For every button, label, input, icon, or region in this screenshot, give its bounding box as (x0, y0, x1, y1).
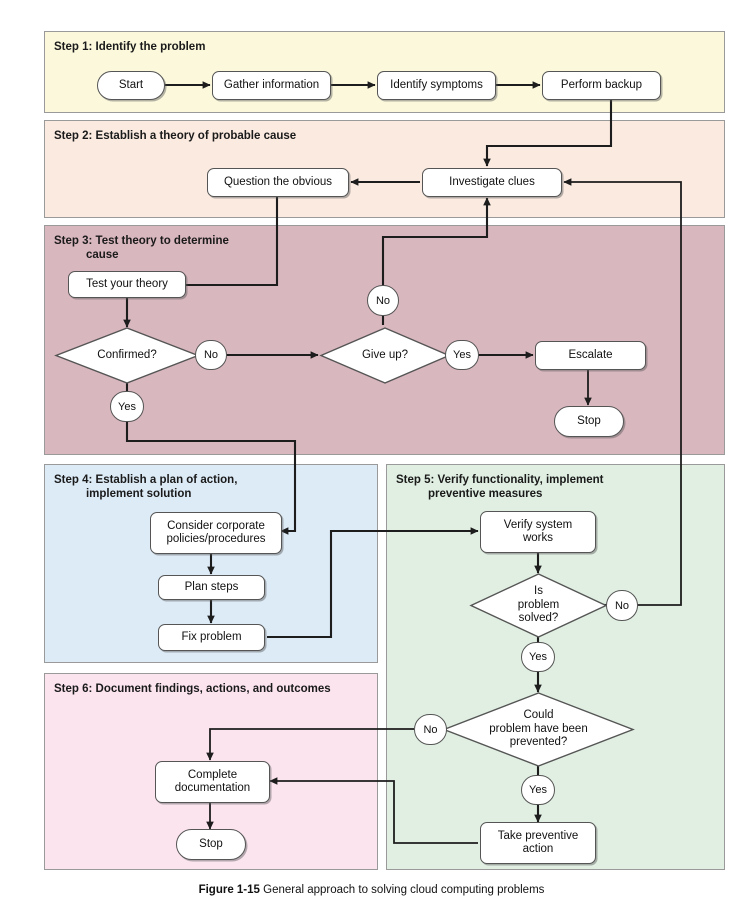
node-identify-symptoms[interactable]: Identify symptoms (377, 71, 496, 100)
figure-caption-text: General approach to solving cloud comput… (259, 884, 545, 896)
edge-label-prevented-yes: Yes (521, 775, 555, 805)
node-confirmed[interactable]: Confirmed? (54, 327, 200, 384)
edge-label-confirmed-yes: Yes (110, 391, 144, 422)
node-investigate-clues[interactable]: Investigate clues (422, 168, 562, 197)
node-test-your-theory[interactable]: Test your theory (68, 271, 186, 298)
node-complete-documentation[interactable]: Complete documentation (155, 761, 270, 803)
node-question-the-obvious[interactable]: Question the obvious (207, 168, 349, 197)
node-escalate[interactable]: Escalate (535, 341, 646, 370)
panel-title-step6: Step 6: Document findings, actions, and … (54, 683, 331, 695)
node-gather-information[interactable]: Gather information (212, 71, 331, 100)
node-consider-corporate-policies[interactable]: Consider corporate policies/procedures (150, 512, 282, 554)
edge-label-solved-yes: Yes (521, 642, 555, 672)
node-verify-system-works[interactable]: Verify system works (480, 511, 596, 553)
panel-title-step5: Step 5: Verify functionality, implement … (396, 474, 604, 500)
node-perform-backup[interactable]: Perform backup (542, 71, 661, 100)
node-fix-problem[interactable]: Fix problem (158, 624, 265, 651)
node-confirmed-label: Confirmed? (97, 348, 157, 361)
node-could-prevented-label: Could problem have been prevented? (489, 709, 588, 749)
node-take-preventive-action[interactable]: Take preventive action (480, 822, 596, 864)
node-could-prevented[interactable]: Could problem have been prevented? (442, 692, 635, 767)
figure-caption-label: Figure 1-15 (198, 884, 260, 896)
edge-label-giveup-no: No (367, 285, 399, 316)
node-plan-steps[interactable]: Plan steps (158, 575, 265, 600)
figure-caption: Figure 1-15 General approach to solving … (0, 884, 743, 896)
node-is-problem-solved[interactable]: Is problem solved? (469, 573, 608, 638)
panel-title-step3: Step 3: Test theory to determine cause (54, 235, 229, 261)
edge-label-solved-no: No (606, 590, 638, 621)
panel-title-step4: Step 4: Establish a plan of action, impl… (54, 474, 238, 500)
node-give-up[interactable]: Give up? (319, 327, 451, 384)
node-give-up-label: Give up? (361, 348, 409, 361)
node-start[interactable]: Start (97, 71, 165, 100)
node-stop-document[interactable]: Stop (176, 829, 246, 860)
panel-title-step1: Step 1: Identify the problem (54, 41, 206, 53)
edge-label-giveup-yes: Yes (445, 340, 479, 370)
node-stop-escalate[interactable]: Stop (554, 406, 624, 437)
node-is-problem-solved-label: Is problem solved? (517, 585, 560, 625)
panel-title-step2: Step 2: Establish a theory of probable c… (54, 130, 297, 142)
edge-label-confirmed-no: No (195, 340, 227, 370)
edge-label-prevented-no: No (414, 714, 447, 745)
